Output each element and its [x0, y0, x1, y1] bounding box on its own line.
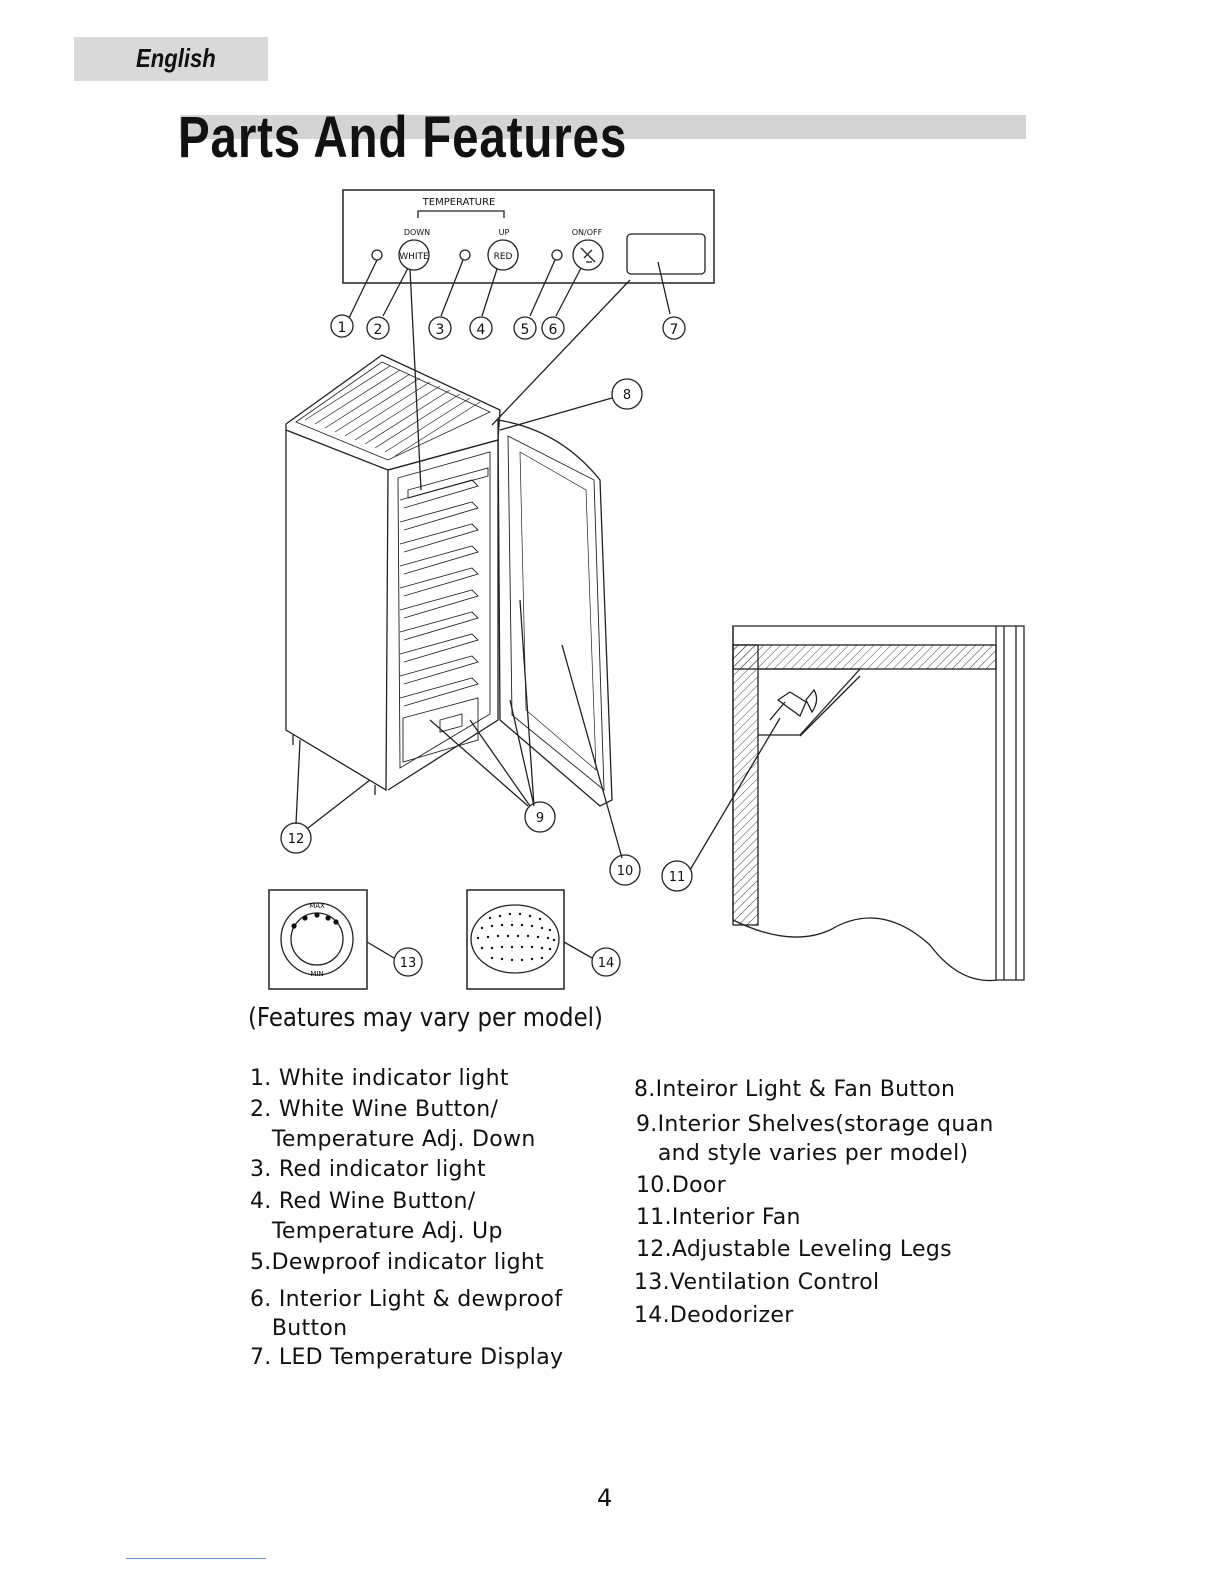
list-item: 11.Interior Fan — [636, 1205, 801, 1230]
callouts-top: 1 2 3 4 5 6 7 — [330, 314, 686, 340]
callout-9: 9 — [536, 811, 544, 826]
list-item: 2. White Wine Button/ — [250, 1097, 499, 1122]
list-item: 8.Inteiror Light & Fan Button — [634, 1077, 956, 1102]
list-item: 4. Red Wine Button/ — [250, 1189, 476, 1214]
language-tab: English — [74, 37, 268, 81]
white-wine-button — [398, 239, 430, 271]
list-item: 6. Interior Light & dewproof — [250, 1287, 563, 1312]
list-item: 14.Deodorizer — [634, 1303, 794, 1328]
control-panel: TEMPERATURE DOWN UP ON/OFF WHITE RED — [342, 189, 715, 491]
callout-10: 10 — [617, 864, 634, 879]
ventilation-control-detail: MAX MIN 13 — [268, 889, 423, 990]
list-item: Temperature Adj. Up — [250, 1219, 503, 1244]
list-item: 12.Adjustable Leveling Legs — [636, 1237, 952, 1262]
led-display — [626, 233, 706, 275]
language-label: English — [136, 43, 216, 73]
page-number: 4 — [597, 1484, 613, 1512]
callout-4: 4 — [477, 322, 486, 338]
list-item: and style varies per model) — [636, 1141, 969, 1166]
list-item: 3. Red indicator light — [250, 1157, 486, 1182]
callout-2: 2 — [374, 322, 383, 338]
onoff-label: ON/OFF — [572, 228, 603, 237]
callout-3: 3 — [436, 322, 445, 338]
list-item: 7. LED Temperature Display — [250, 1345, 564, 1370]
callouts-cabinet: 8 9 12 10 11 — [280, 378, 693, 892]
red-wine-button — [487, 239, 519, 271]
callout-12: 12 — [288, 832, 305, 847]
list-item: 5.Dewproof indicator light — [250, 1250, 545, 1275]
white-indicator-light — [371, 249, 383, 261]
light-dewproof-button — [572, 239, 604, 271]
footer-rule — [126, 1558, 266, 1559]
dial-min-label: MIN — [310, 970, 323, 978]
callout-5: 5 — [521, 322, 530, 338]
features-note: (Features may vary per model) — [248, 1003, 603, 1033]
deodorizer-detail: 14 — [466, 889, 621, 990]
title-underlay-bar — [180, 115, 1026, 139]
page-title: Parts And Features — [178, 105, 628, 170]
callout-8: 8 — [623, 388, 631, 403]
interior-fan-detail — [689, 625, 1025, 982]
white-button-label: WHITE — [399, 252, 429, 262]
list-item: 1. White indicator light — [250, 1066, 509, 1091]
down-label: DOWN — [404, 228, 430, 237]
callout-14: 14 — [598, 956, 615, 971]
callout-1: 1 — [338, 320, 347, 336]
temperature-label: TEMPERATURE — [422, 197, 496, 208]
callout-11: 11 — [669, 870, 686, 885]
red-indicator-light — [459, 249, 471, 261]
dewproof-indicator-light — [551, 249, 563, 261]
list-item: Button — [250, 1316, 348, 1341]
list-item: 13.Ventilation Control — [634, 1270, 880, 1295]
dial-max-label: MAX — [309, 902, 325, 910]
list-item: Temperature Adj. Down — [250, 1127, 536, 1152]
callout-6: 6 — [549, 322, 558, 338]
list-item: 9.Interior Shelves(storage quan — [636, 1112, 994, 1137]
wine-cabinet-drawing — [285, 354, 623, 859]
callout-13: 13 — [400, 956, 417, 971]
up-label: UP — [499, 228, 510, 237]
callout-7: 7 — [670, 322, 679, 338]
light-icon — [580, 247, 596, 263]
red-button-label: RED — [494, 252, 513, 262]
list-item: 10.Door — [636, 1173, 726, 1198]
